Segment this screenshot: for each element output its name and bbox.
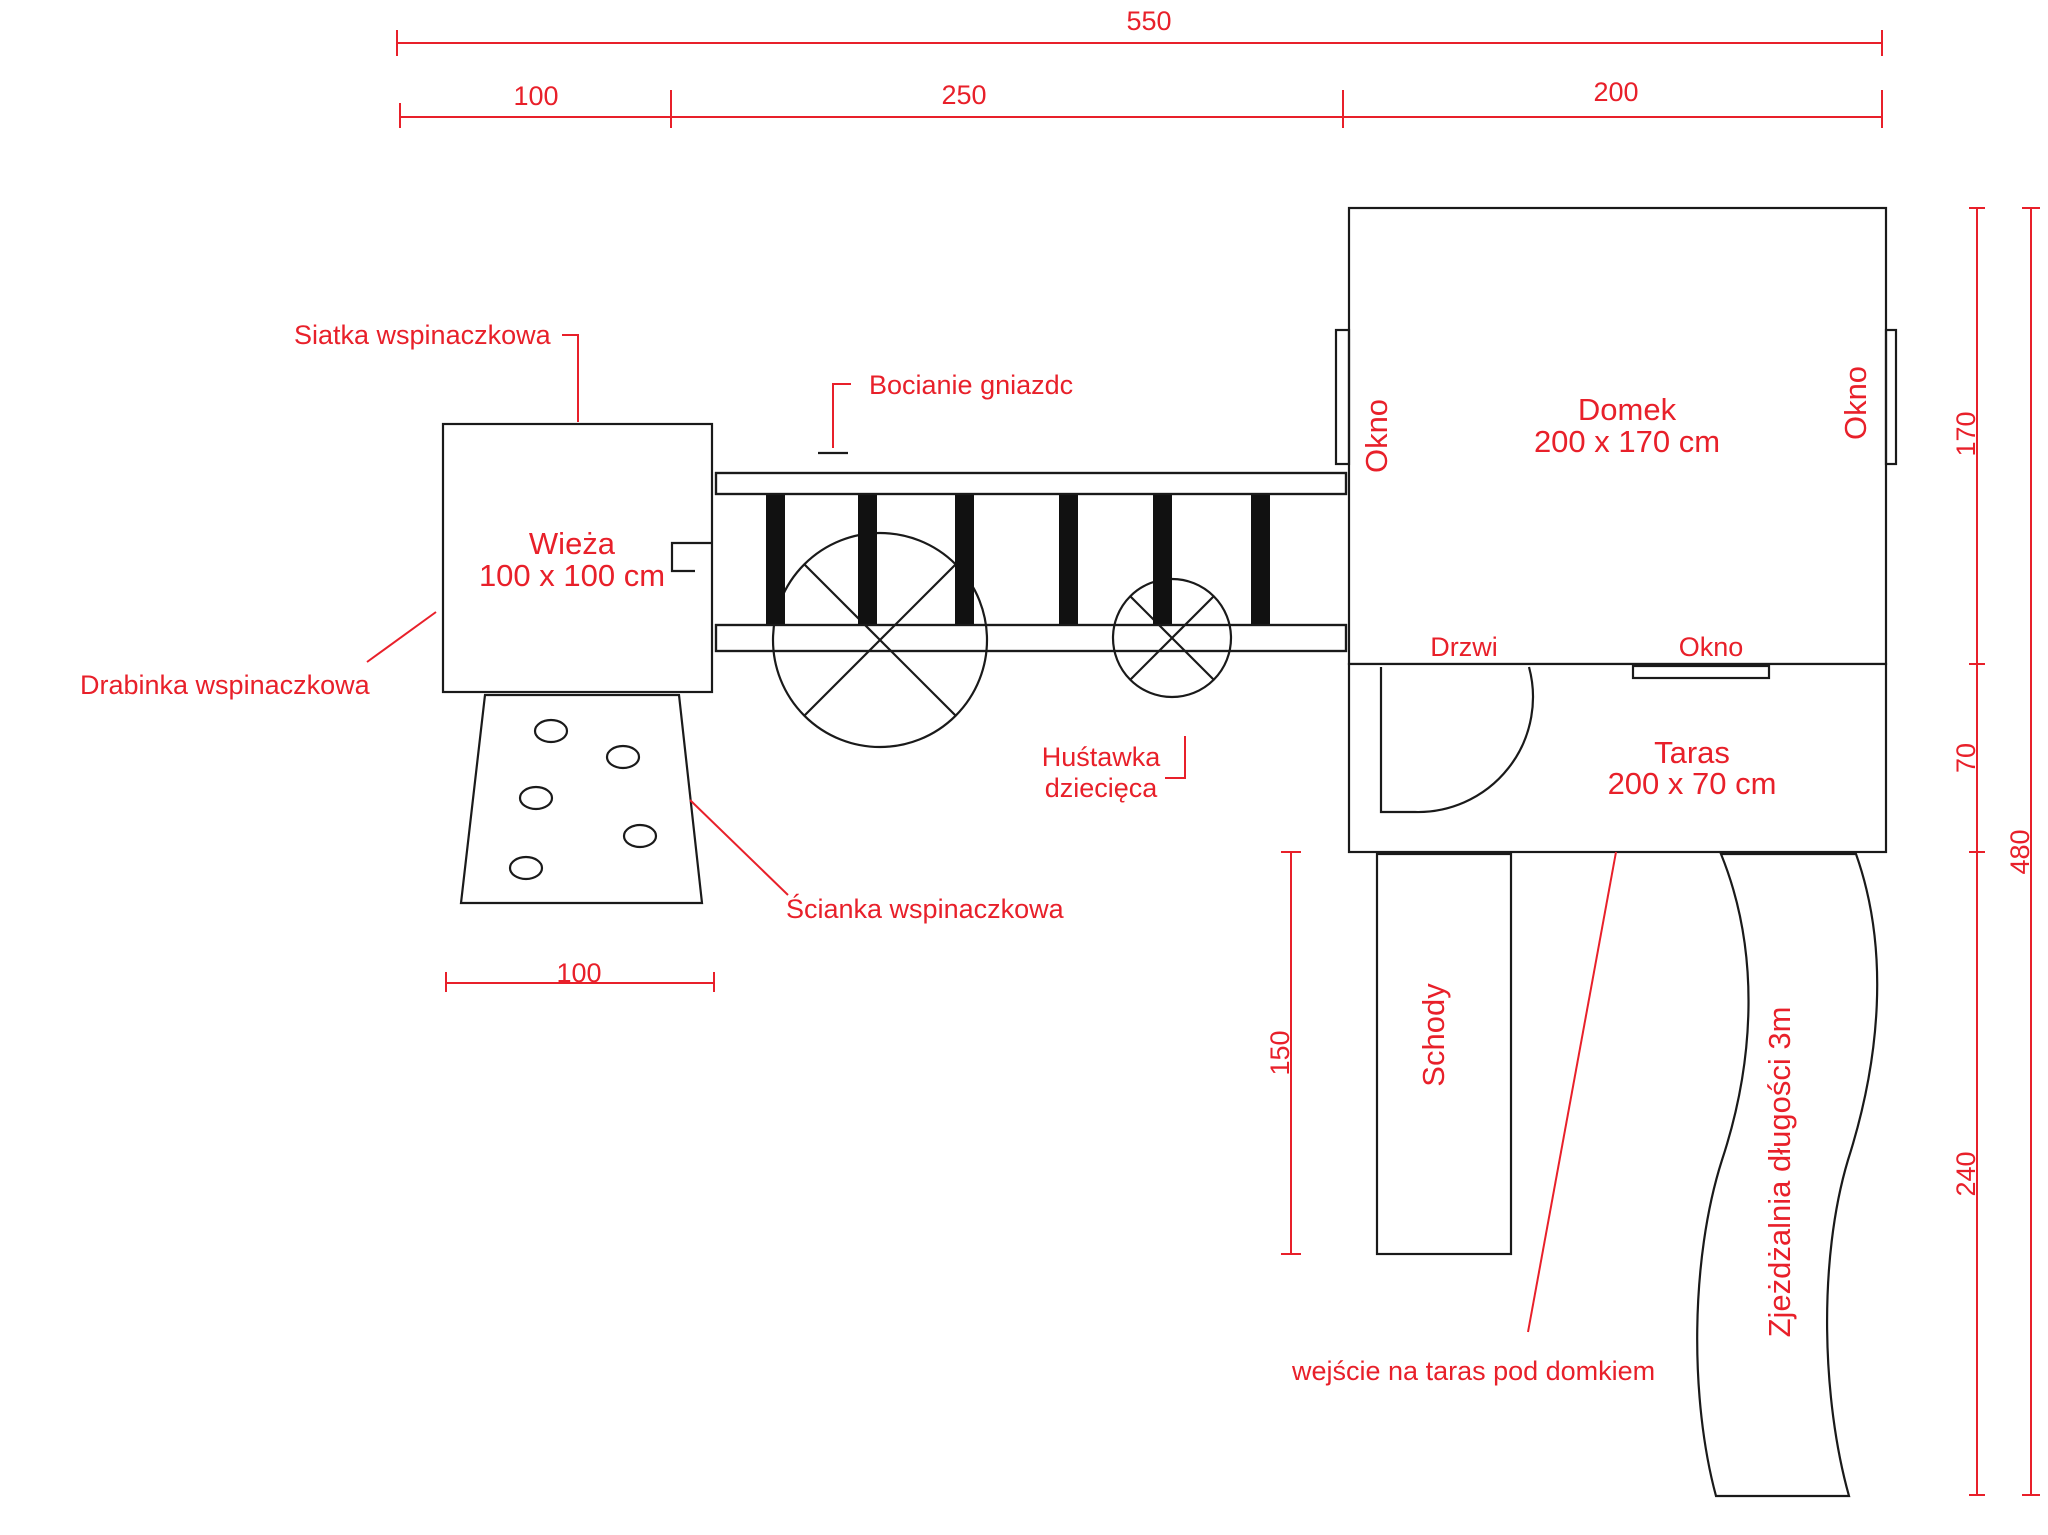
terrace-entrance-annotation: wejście na taras pod domkiem [1291, 851, 1655, 1386]
climbing-wall-label: Ścianka wspinaczkowa [786, 892, 1065, 924]
terrace-size: 200 x 70 cm [1608, 766, 1777, 801]
dimension-house-depth-label: 170 [1951, 411, 1981, 456]
kids-swing-label-line1: Huśtawka [1042, 742, 1162, 772]
climbing-ladder-annotation: Drabinka wspinaczkowa [80, 611, 437, 700]
dimension-right-inner: 170 70 240 [1951, 207, 1985, 1496]
house-window-left-frame [1334, 328, 1351, 466]
dimension-total-width-label: 550 [1126, 6, 1171, 36]
stork-nest-annotation: Bocianie gniazdc [818, 370, 1073, 455]
large-swing-wheel [771, 531, 989, 749]
terrace-window-frame [1631, 664, 1771, 680]
terrace-name: Taras [1654, 735, 1730, 770]
dimension-segment-tower-label: 100 [513, 81, 558, 111]
terrace-door-swing [1379, 666, 1535, 814]
house-window-right-label: Okno [1838, 366, 1873, 440]
climbing-hold [622, 823, 658, 849]
dimension-segments: 100 250 200 [399, 77, 1883, 128]
terrace-door-label: Drzwi [1430, 632, 1498, 662]
climbing-wall-annotation: Ścianka wspinaczkowa [689, 799, 1065, 924]
climbing-hold [605, 744, 641, 770]
dimension-right-outer: 480 [2005, 207, 2040, 1496]
house-window-left-label: Okno [1359, 399, 1394, 473]
tower-size: 100 x 100 cm [479, 558, 665, 593]
terrace-window-label: Okno [1679, 632, 1744, 662]
house-name: Domek [1578, 392, 1677, 427]
climbing-ladder-label: Drabinka wspinaczkowa [80, 670, 371, 700]
terrace: Drzwi Okno Taras 200 x 70 cm [1347, 632, 1888, 854]
bridge-beam-outlines [714, 471, 1348, 653]
house-size: 200 x 170 cm [1534, 424, 1720, 459]
slide: Zjeżdżalnia długości 3m [1696, 852, 1879, 1498]
dimension-stairs-length: 150 [1265, 851, 1301, 1255]
stairs-label: Schody [1416, 983, 1451, 1087]
climbing-hold [533, 718, 569, 744]
dimension-segment-middle-label: 250 [941, 80, 986, 110]
bridge-beams [714, 471, 1348, 653]
climbing-net-annotation: Siatka wspinaczkowa [294, 320, 579, 422]
slide-label: Zjeżdżalnia długości 3m [1762, 1007, 1797, 1338]
dimension-stairs-length-label: 150 [1265, 1030, 1295, 1075]
dimension-tower-width: 100 [445, 958, 715, 992]
dimension-tower-width-label: 100 [556, 958, 601, 988]
bridge-bars [766, 494, 1270, 625]
climbing-net-label: Siatka wspinaczkowa [294, 320, 552, 350]
house: Domek 200 x 170 cm Okno Okno [1334, 206, 1898, 666]
kids-swing-label-line2: dziecięca [1045, 773, 1159, 803]
climbing-wall [459, 693, 704, 905]
dimension-slide-area-label: 240 [1951, 1151, 1981, 1196]
climbing-hold [508, 855, 544, 881]
dimension-segment-house-label: 200 [1593, 77, 1638, 107]
stairs: Schody [1375, 852, 1513, 1256]
kids-swing-annotation: Huśtawka dziecięca [1042, 736, 1186, 803]
dimension-total-depth-label: 480 [2005, 829, 2035, 874]
dimension-terrace-depth-label: 70 [1951, 743, 1981, 773]
terrace-entrance-label: wejście na taras pod domkiem [1291, 1356, 1655, 1386]
tower: Wieża 100 x 100 cm [441, 422, 714, 694]
house-window-right-frame [1884, 328, 1898, 466]
tower-name: Wieża [529, 526, 616, 561]
stork-nest-label: Bocianie gniazdc [869, 370, 1073, 400]
dimension-total-width: 550 [396, 6, 1883, 56]
climbing-hold [518, 785, 554, 811]
